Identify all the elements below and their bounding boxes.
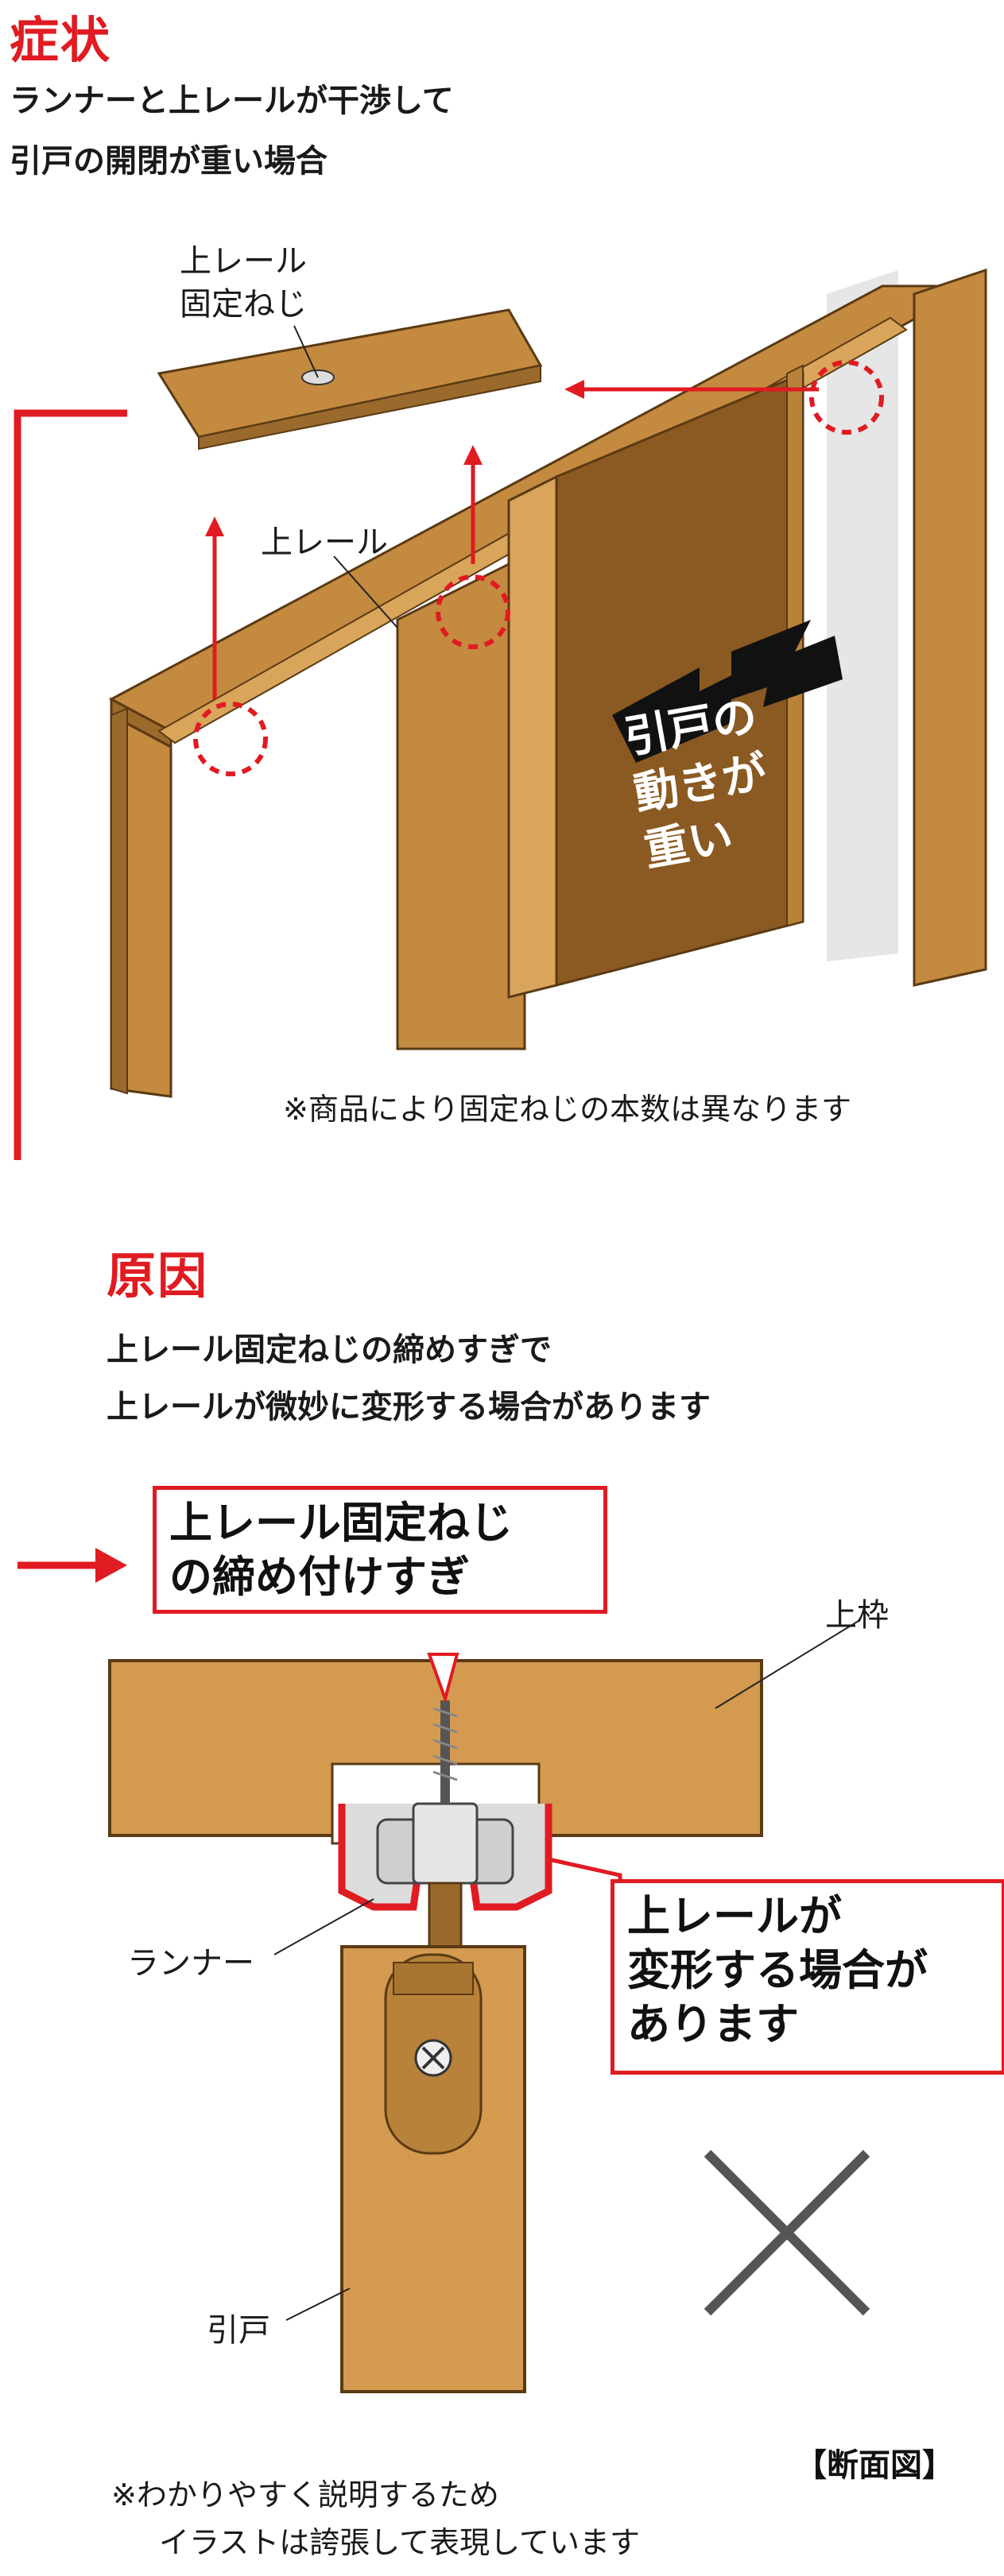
section-label: 【断面図】 <box>795 2447 954 2484</box>
callout-deform-line-3: あります <box>627 1999 799 2049</box>
symptom-line-1: ランナーと上レールが干渉して <box>10 83 454 119</box>
pointer-arrow-icon <box>95 1548 127 1583</box>
label-frame: 上枠 <box>825 1597 889 1634</box>
label-runner: ランナー <box>127 1945 254 1982</box>
x-mark-icon <box>704 2149 870 2316</box>
cause-line-2: 上レールが微妙に変形する場合があります <box>107 1389 711 1425</box>
footnote: ※わかりやすく説明するため イラストは誇張して表現しています <box>111 2471 640 2566</box>
symptom-line-2: 引戸の開閉が重い場合 <box>10 143 328 180</box>
front-door <box>396 554 526 1050</box>
callout-deform-line-1: 上レールが <box>627 1891 842 1941</box>
label-rail: 上レール <box>261 524 388 561</box>
callout-deform: 上レールが 変形する場合が あります <box>611 1879 1004 2075</box>
quantity-note: ※商品により固定ねじの本数は異なります <box>283 1092 852 1127</box>
back-wall <box>827 270 898 961</box>
footnote-line-2: イラストは誇張して表現しています <box>159 2525 640 2560</box>
connector-line <box>14 409 127 1160</box>
callout-screw: 上レール固定ねじ の締め付けすぎ <box>153 1486 607 1614</box>
callout-screw-line-2: の締め付けすぎ <box>169 1552 470 1602</box>
label-door: 引戸 <box>207 2312 270 2349</box>
symptom-heading: 症状 <box>10 11 112 69</box>
label-rail-screw-line-2: 固定ねじ <box>180 286 307 323</box>
footnote-line-1: ※わかりやすく説明するため <box>111 2477 499 2512</box>
label-rail-screw: 上レール 固定ねじ <box>180 240 307 326</box>
callout-deform-line-2: 変形する場合が <box>627 1945 928 1995</box>
cause-heading: 原因 <box>107 1247 209 1305</box>
label-rail-screw-line-1: 上レール <box>180 243 307 280</box>
right-post <box>913 268 987 987</box>
arrow-icon <box>612 620 843 763</box>
callout-screw-line-1: 上レール固定ねじ <box>169 1498 513 1548</box>
sliding-door-diagram <box>14 268 987 1160</box>
cause-line-1: 上レール固定ねじの締めすぎで <box>107 1332 552 1368</box>
cross-section-diagram <box>17 1548 870 2393</box>
